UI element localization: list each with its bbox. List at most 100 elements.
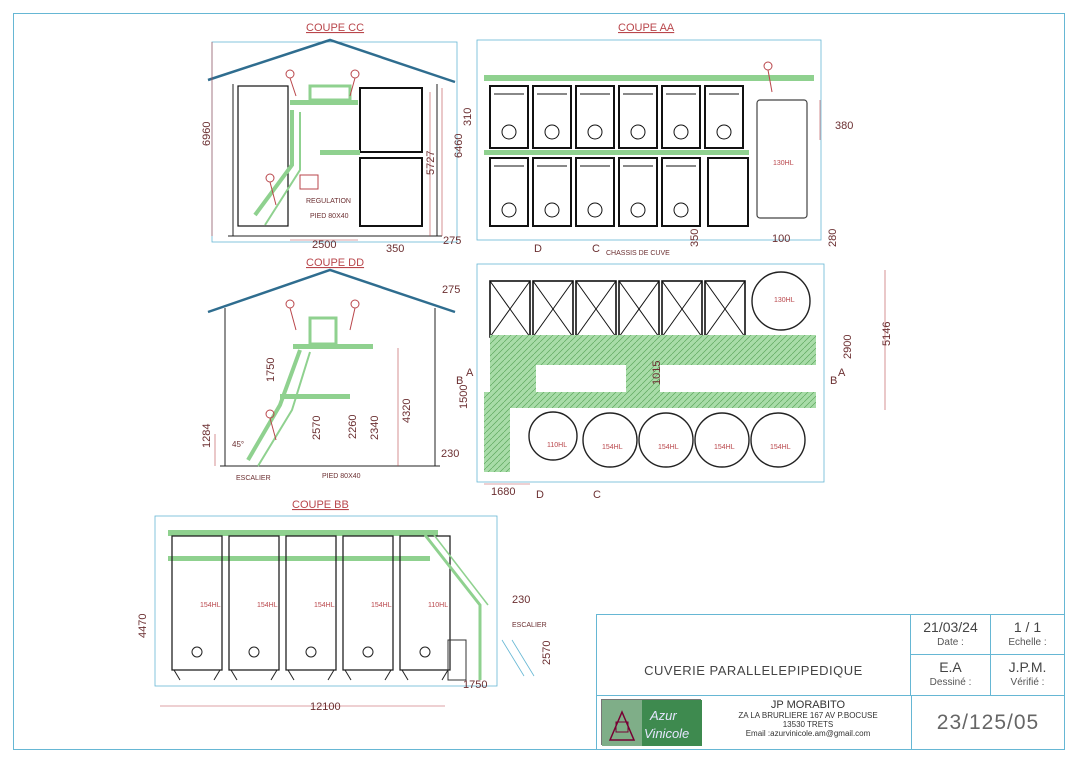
company-name: JP MORABITO: [770, 699, 846, 711]
bb-tank-leg: [230, 669, 238, 681]
section-mark-b-right: B: [830, 375, 837, 387]
aa-tank-door: [501, 124, 517, 140]
label-escalier-dd: ESCALIER: [236, 475, 271, 482]
sheet-border: [13, 13, 1065, 750]
dim-cc-5727: 5727: [425, 151, 437, 175]
aa-tank-door: [716, 124, 732, 140]
title-block: CUVERIE PARALLELEPIPEDIQUE 21/03/24 Date…: [596, 614, 1065, 750]
bb-tank-leg: [384, 669, 392, 681]
bb-tank-label: 154HL: [200, 602, 221, 609]
plan-round-tank: [582, 412, 638, 468]
dim-bb-12100: 12100: [310, 701, 341, 713]
tank-110hl-plan: 110HL: [547, 442, 567, 449]
bb-tank-leg: [213, 669, 221, 681]
verified-label: Vérifié :: [1010, 677, 1045, 688]
bb-tank-leg: [327, 669, 335, 681]
dim-plan-1500: 1500: [458, 385, 470, 409]
bb-tank-leg: [270, 669, 278, 681]
bb-tank: [285, 535, 337, 671]
section-dd: COUPE DD 1750 4320 2570 2260 2340 1284 4…: [201, 257, 456, 482]
aa-tank: [661, 85, 701, 149]
plan-round-tank: [750, 412, 806, 468]
title-coupe-bb: COUPE BB: [292, 499, 349, 511]
bb-tank-leg: [173, 669, 181, 681]
dim-cc-350: 350: [386, 243, 404, 255]
bb-tank-door: [248, 646, 260, 658]
section-mark-c-top: C: [592, 243, 600, 255]
bb-tank-door: [191, 646, 203, 658]
company-logo: Azur Vinicole: [601, 699, 702, 746]
scale-label: Echelle :: [1008, 637, 1047, 648]
aa-tank-door: [544, 202, 560, 218]
dim-dd-1284: 1284: [201, 424, 213, 448]
scale-value: 1 / 1: [1013, 619, 1042, 635]
aa-tank-door: [587, 202, 603, 218]
plan-round-tank-label: 154HL: [714, 444, 735, 451]
plan-tank-brace: [575, 280, 617, 338]
aa-tank: [532, 157, 572, 227]
date-value: 21/03/24: [923, 619, 978, 635]
verified-cell: J.P.M. Vérifié :: [991, 655, 1064, 696]
company-info: JP MORABITO ZA LA BRURLIERE 167 AV P.BOC…: [705, 699, 911, 749]
company-address-1: ZA LA BRURLIERE 167 AV P.BOCUSE: [738, 711, 878, 720]
drawn-label: Dessiné :: [929, 677, 972, 688]
title-coupe-aa: COUPE AA: [618, 22, 675, 34]
dim-plan-275: 275: [442, 284, 460, 296]
plan-round-tank-label: 154HL: [602, 444, 623, 451]
aa-tank: [618, 85, 658, 149]
tank-130hl-aa: 130HL: [773, 160, 794, 167]
section-aa: COUPE AA 130HL 380 100 350 280 CHASSIS D…: [476, 22, 853, 257]
drawn-cell: E.A Dessiné :: [911, 655, 991, 696]
project-title: CUVERIE PARALLELEPIPEDIQUE: [597, 615, 911, 696]
bb-tank-label: 154HL: [257, 602, 278, 609]
date-label: Date :: [937, 637, 964, 648]
logo-text-azur: Azur: [649, 708, 677, 723]
bb-tank: [342, 535, 394, 671]
section-mark-b-left: B: [456, 375, 463, 387]
plan-round-tank-label: 154HL: [658, 444, 679, 451]
label-escalier-bb: ESCALIER: [512, 622, 547, 629]
bb-tank-label: 154HL: [371, 602, 392, 609]
label-chassis: CHASSIS DE CUVE: [606, 250, 670, 257]
dim-dd-2340: 2340: [369, 416, 381, 440]
dim-dd-4320: 4320: [401, 399, 413, 423]
plan-tank-brace: [532, 280, 574, 338]
bb-tank-door: [419, 646, 431, 658]
bb-tank-leg: [401, 669, 409, 681]
tank-130hl-plan: 130HL: [774, 297, 795, 304]
label-pied-dd: PIED 80X40: [322, 473, 361, 480]
dim-aa-380: 380: [835, 120, 853, 132]
section-mark-d-top: D: [534, 243, 542, 255]
verified-value: J.P.M.: [1008, 659, 1047, 675]
dim-plan-230: 230: [441, 448, 459, 460]
aa-tank-door: [673, 124, 689, 140]
aa-tank-door: [587, 124, 603, 140]
logo-text-vinicole: Vinicole: [644, 726, 689, 741]
plan-tank-brace: [489, 280, 531, 338]
aa-tank: [575, 85, 615, 149]
plan-tank-brace: [704, 280, 746, 338]
aa-tank: [661, 157, 701, 227]
bb-tank-leg: [287, 669, 295, 681]
aa-tank-door: [544, 124, 560, 140]
section-mark-a-left: A: [466, 367, 474, 379]
dim-dd-2260: 2260: [347, 415, 359, 439]
section-mark-a-right: A: [838, 367, 846, 379]
dim-aa-350: 350: [689, 229, 701, 247]
bb-tank-leg: [441, 669, 449, 681]
bb-tank-label: 154HL: [314, 602, 335, 609]
aa-tank: [489, 85, 529, 149]
dim-bb-1750: 1750: [463, 679, 487, 691]
dim-bb-4470: 4470: [137, 614, 149, 638]
dim-aa-100: 100: [772, 233, 790, 245]
dim-dd-1750: 1750: [265, 358, 277, 382]
dim-plan-5146: 5146: [881, 322, 893, 346]
plan-round-tank: [694, 412, 750, 468]
aa-tank: [532, 85, 572, 149]
